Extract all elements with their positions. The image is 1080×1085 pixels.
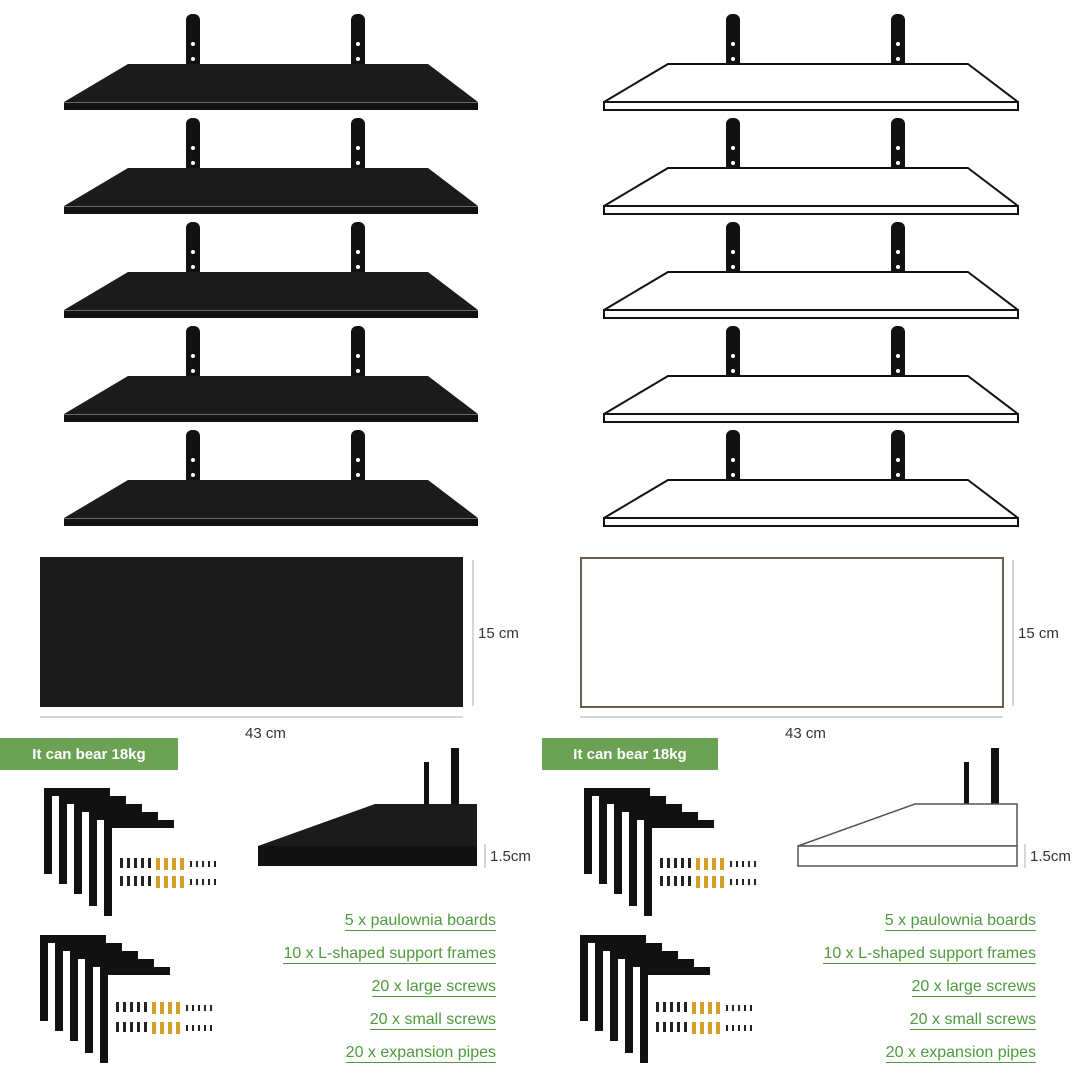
l-bracket-set-2 <box>40 935 170 1063</box>
shelf-4 <box>63 325 479 423</box>
bracket-side-2 <box>964 762 969 840</box>
hardware-kit-white <box>540 780 790 1080</box>
shelf-stack-illustration <box>63 13 479 527</box>
shelf-2 <box>603 117 1019 215</box>
depth-label: 15 cm <box>478 625 519 642</box>
white-variant-panel: 15 cm 43 cm It can bear 18kg 1.5cm 5 x p… <box>540 0 1080 1080</box>
contents-item: 10 x L-shaped support frames <box>823 945 1036 964</box>
l-bracket-set-1 <box>44 788 174 916</box>
shelf-stack-white <box>540 0 1080 540</box>
black-variant-panel: 15 cm 43 cm It can bear 18kg <box>0 0 540 1080</box>
contents-item: 20 x large screws <box>371 978 496 997</box>
bracket-side-2 <box>424 762 429 840</box>
board-top-view-white: 15 cm 43 cm <box>540 540 1080 742</box>
contents-item: 20 x expansion pipes <box>885 1044 1036 1063</box>
screw-set-2a <box>116 1002 212 1014</box>
contents-item: 10 x L-shaped support frames <box>283 945 496 964</box>
board-top-white <box>580 557 1004 708</box>
shelf-3 <box>63 221 479 319</box>
hardware-illustration <box>580 788 756 1063</box>
board-side-black <box>258 804 477 846</box>
shelf-5 <box>603 429 1019 527</box>
hardware-kit-black <box>0 780 250 1080</box>
package-contents-list: 5 x paulownia boards 10 x L-shaped suppo… <box>823 904 1036 1069</box>
shelf-stack-black <box>0 0 540 540</box>
screw-set-1a <box>660 858 756 870</box>
board-side-white <box>797 803 1018 847</box>
screw-set-1b <box>660 876 756 888</box>
shelf-4 <box>603 325 1019 423</box>
screw-set-1b <box>120 876 216 888</box>
board-top-view-black: 15 cm 43 cm <box>0 540 540 742</box>
thickness-label: 1.5cm <box>1030 848 1071 865</box>
bracket-side-1 <box>451 748 459 844</box>
screw-set-1a <box>120 858 216 870</box>
contents-item: 5 x paulownia boards <box>884 912 1036 931</box>
thickness-label: 1.5cm <box>490 848 531 865</box>
hardware-illustration <box>40 788 216 1063</box>
contents-item: 20 x large screws <box>911 978 1036 997</box>
contents-item: 5 x paulownia boards <box>344 912 496 931</box>
board-dimension-diagram <box>580 557 1014 718</box>
shelf-1 <box>603 13 1019 111</box>
thickness-diagram <box>797 748 1026 868</box>
package-contents-list: 5 x paulownia boards 10 x L-shaped suppo… <box>283 904 496 1069</box>
shelf-1 <box>63 13 479 111</box>
shelf-5 <box>63 429 479 527</box>
load-capacity-badge: It can bear 18kg <box>542 738 718 770</box>
board-side-view-black: 1.5cm <box>250 740 540 880</box>
board-side-view-white: 1.5cm <box>790 740 1080 880</box>
bracket-side-1 <box>991 748 999 844</box>
width-label: 43 cm <box>245 725 286 742</box>
contents-item: 20 x small screws <box>369 1011 496 1030</box>
board-edge-black <box>258 846 477 866</box>
width-label: 43 cm <box>785 725 826 742</box>
contents-item: 20 x expansion pipes <box>345 1044 496 1063</box>
shelf-stack-illustration <box>603 13 1019 527</box>
screw-set-2a <box>656 1002 752 1014</box>
board-dimension-diagram <box>40 557 474 718</box>
thickness-diagram <box>258 748 486 868</box>
load-capacity-badge: It can bear 18kg <box>0 738 178 770</box>
screw-set-2b <box>656 1022 752 1034</box>
depth-label: 15 cm <box>1018 625 1059 642</box>
board-edge-white <box>797 845 1018 867</box>
l-bracket-set-1 <box>584 788 714 916</box>
shelf-3 <box>603 221 1019 319</box>
screw-set-2b <box>116 1022 212 1034</box>
board-top-black <box>40 557 463 707</box>
contents-item: 20 x small screws <box>909 1011 1036 1030</box>
shelf-2 <box>63 117 479 215</box>
l-bracket-set-2 <box>580 935 710 1063</box>
